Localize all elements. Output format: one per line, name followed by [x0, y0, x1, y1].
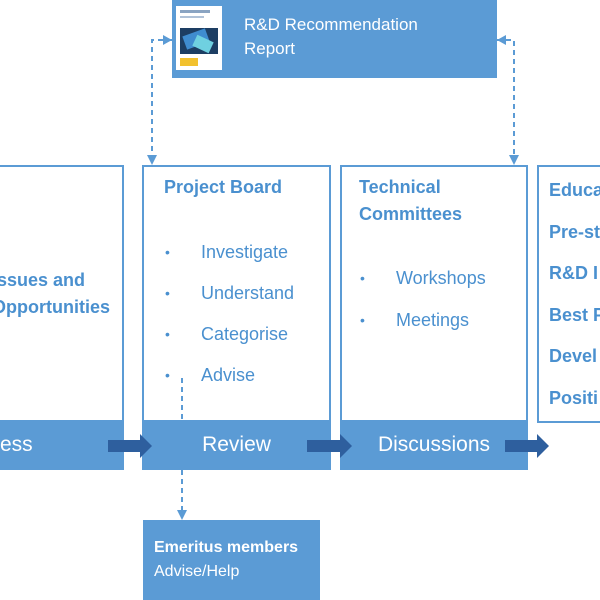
flow-arrow-2 [307, 434, 352, 458]
emeritus-title: Emeritus members [154, 539, 299, 556]
list-item-label: Investigate [201, 242, 289, 262]
flow-arrow-1 [108, 434, 152, 458]
list-item-label: Meetings [396, 310, 470, 330]
list-item: • Meetings [360, 308, 520, 349]
issues-title-line-2: Opportunities [0, 297, 110, 317]
list-item: • Understand [165, 281, 325, 322]
issues-title-line-1: Issues and [0, 270, 86, 290]
technical-committees-title: Technical Committees [359, 174, 462, 228]
project-board-title: Project Board [164, 177, 283, 197]
arrowhead-emeritus [177, 510, 187, 520]
report-title: R&D Recommendation Report [244, 13, 418, 61]
technical-committees-list: • Workshops • Meetings [360, 266, 520, 349]
outcome-item: Positi [549, 387, 599, 408]
outcomes-panel [537, 165, 600, 423]
report-cover-thumbnail [176, 6, 222, 70]
list-item-label: Workshops [396, 268, 486, 288]
technical-committees-title-line-1: Technical [359, 177, 441, 197]
arrowhead-report-right [497, 35, 506, 45]
report-project-board-connector [151, 39, 172, 160]
discussions-bar: Discussions [340, 420, 528, 470]
process-bar: ess [0, 420, 124, 470]
technical-committees-panel [340, 165, 528, 423]
report-committees-connector [497, 39, 515, 160]
technical-committees-title-line-2: Committees [359, 204, 463, 224]
report-title-line-1: R&D Recommendation [244, 15, 418, 34]
outcome-item: Best P [549, 304, 600, 325]
bullet-icon: • [360, 312, 365, 328]
report-title-line-2: Report [244, 39, 296, 58]
flow-arrow-3 [505, 434, 549, 458]
outcome-item: Pre-st [549, 221, 600, 242]
list-item: • Advise [165, 363, 325, 404]
list-item: • Workshops [360, 266, 520, 308]
arrowhead-committees [509, 155, 519, 165]
project-board-panel [142, 165, 331, 423]
arrowhead-project-board [147, 155, 157, 165]
emeritus-subtitle: Advise/Help [154, 563, 240, 580]
review-bar: Review [142, 420, 331, 470]
list-item: • Categorise [165, 322, 325, 363]
outcome-item: R&D I [549, 263, 598, 283]
bullet-icon: • [165, 244, 170, 260]
project-board-list: • Investigate • Understand • Categorise … [165, 240, 325, 404]
outcomes-list: Educa Pre-st R&D I Best P Devel Positi [549, 178, 600, 427]
emeritus-box: Emeritus members Advise/Help [143, 520, 320, 600]
bullet-icon: • [165, 285, 170, 301]
list-item-label: Understand [201, 283, 295, 303]
list-item-label: Categorise [201, 324, 289, 344]
report-box: R&D Recommendation Report [172, 0, 497, 78]
arrowhead-report-left [163, 35, 172, 45]
outcome-item: Devel [549, 346, 598, 366]
bullet-icon: • [360, 270, 365, 286]
list-item: • Investigate [165, 240, 325, 281]
bullet-icon: • [165, 367, 170, 383]
issues-title: Issues and Opportunities [0, 267, 110, 321]
outcome-item: Educa [549, 180, 600, 200]
issues-panel [0, 165, 124, 423]
bullet-icon: • [165, 326, 170, 342]
list-item-label: Advise [201, 365, 256, 385]
